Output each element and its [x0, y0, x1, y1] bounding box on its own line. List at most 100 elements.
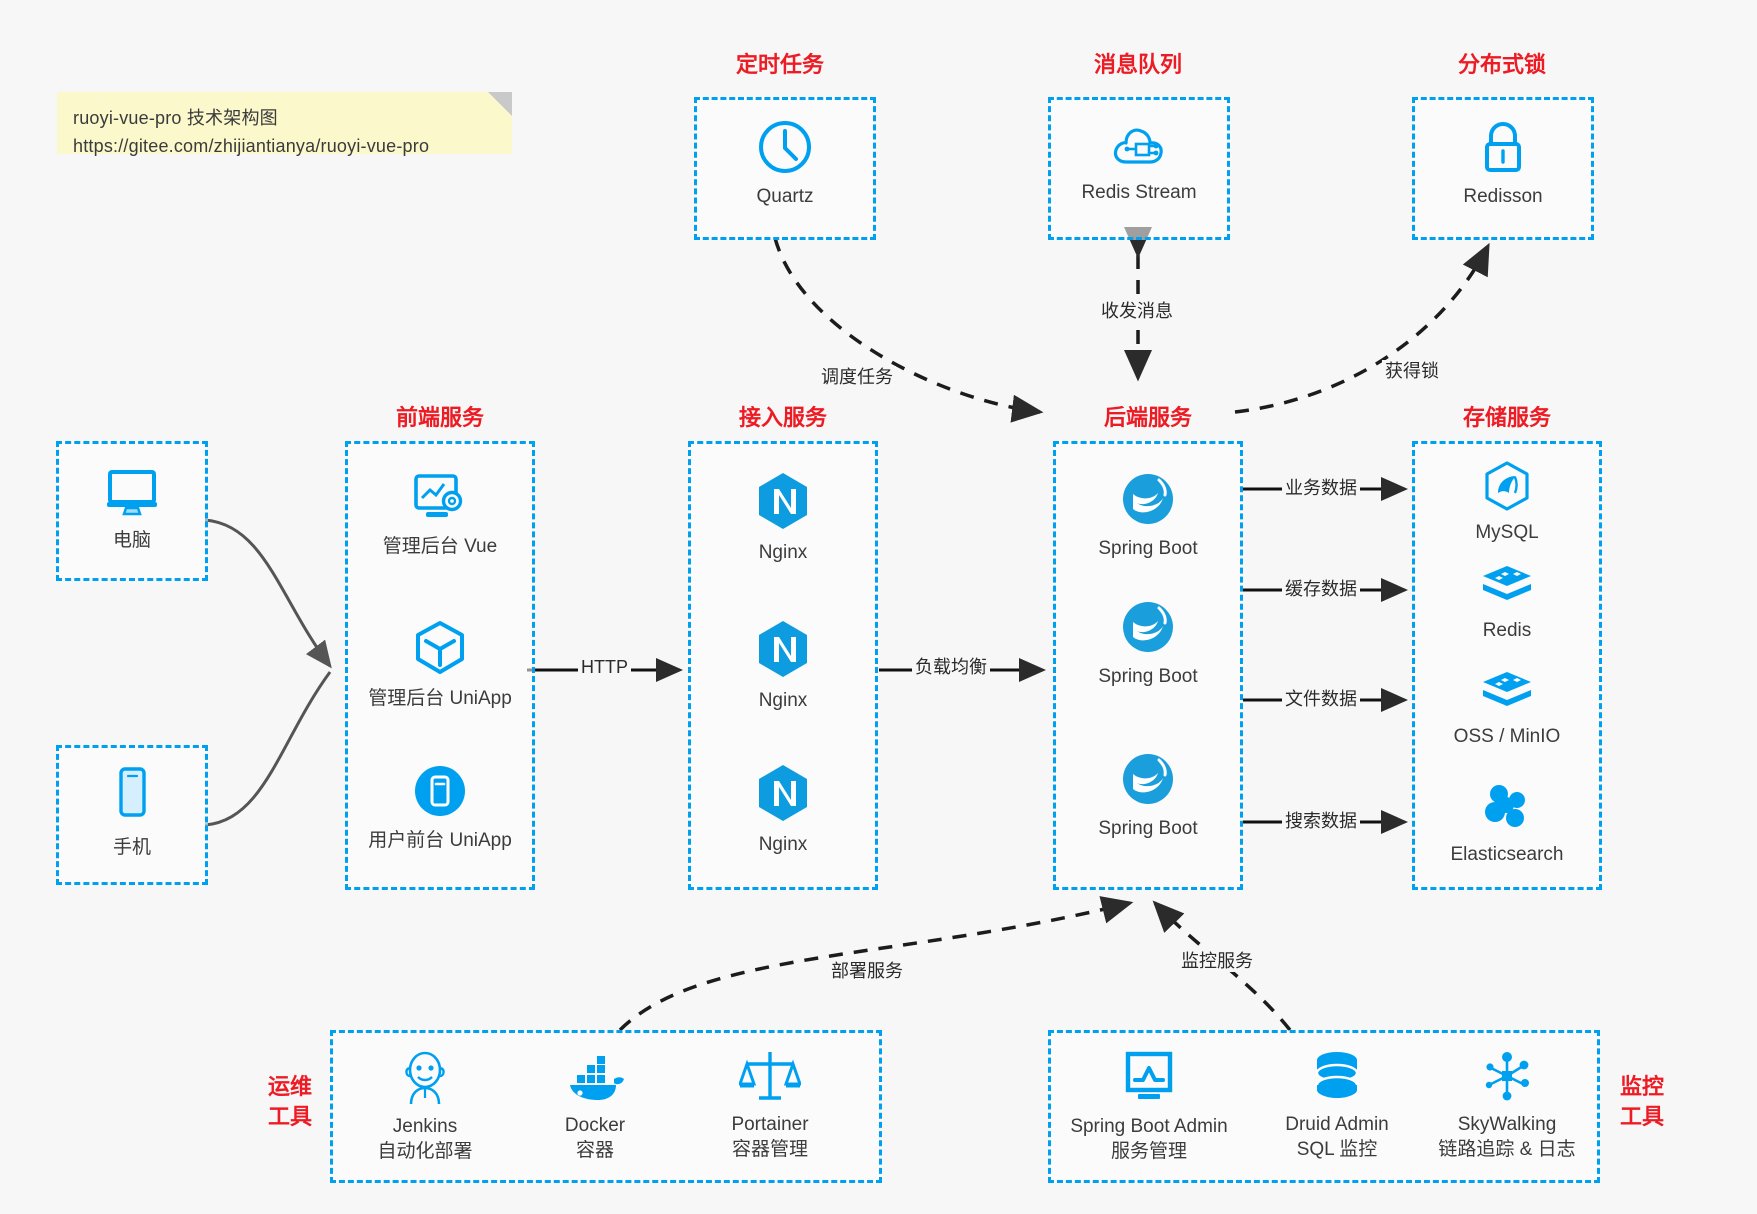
node-label: Redis	[1482, 620, 1532, 641]
node-label: Spring Boot	[1098, 818, 1198, 839]
group-title-message-queue: 消息队列	[1093, 52, 1182, 77]
node-label: OSS / MinIO	[1453, 726, 1561, 747]
edge-label-deploy-service: 部署服务	[828, 960, 906, 982]
node-nginx-2[interactable]: Nginx	[688, 618, 878, 713]
node-label: Quartz	[756, 186, 814, 207]
node-label: 电脑	[112, 530, 151, 551]
cloud-stream-icon	[1113, 128, 1163, 164]
group-title-backend: 后端服务	[1103, 405, 1192, 430]
edge-label-file-data: 文件数据	[1282, 688, 1360, 710]
node-spring-boot-3[interactable]: Spring Boot	[1053, 750, 1243, 841]
node-sublabel: 容器	[575, 1140, 614, 1161]
node-label: 管理后台 Vue	[382, 536, 498, 557]
edge-label-http: HTTP	[578, 656, 631, 678]
node-quartz[interactable]: Quartz	[694, 118, 876, 209]
jenkins-icon	[405, 1051, 445, 1105]
network-nodes-icon	[1485, 1052, 1529, 1101]
edge-label-search-data: 搜索数据	[1282, 810, 1360, 832]
node-sublabel: 链路追踪 & 日志	[1438, 1139, 1576, 1160]
group-title-scheduled-task: 定时任务	[735, 52, 824, 77]
node-mysql[interactable]: MySQL	[1412, 460, 1602, 545]
node-sublabel: SQL 监控	[1296, 1139, 1378, 1160]
lock-icon	[1485, 122, 1521, 172]
node-label: 用户前台 UniApp	[368, 830, 512, 851]
node-sublabel: 容器管理	[731, 1139, 808, 1160]
group-title-gateway: 接入服务	[738, 405, 827, 430]
node-sublabel: 自动化部署	[377, 1141, 473, 1162]
mobile-icon	[119, 767, 146, 817]
spring-boot-icon	[1123, 602, 1173, 652]
node-redis[interactable]: Redis	[1412, 562, 1602, 643]
monitor-title-line2: 工具	[1619, 1104, 1664, 1129]
nginx-icon	[759, 765, 807, 821]
docker-icon	[570, 1056, 624, 1100]
node-jenkins[interactable]: Jenkins 自动化部署	[340, 1048, 510, 1164]
node-label: Redis Stream	[1081, 182, 1197, 203]
node-portainer[interactable]: Portainer 容器管理	[680, 1048, 860, 1162]
node-mobile[interactable]: 手机	[56, 765, 208, 860]
note-card: ruoyi-vue-pro 技术架构图 https://gitee.com/zh…	[57, 92, 512, 156]
app-circle-icon	[415, 766, 465, 816]
group-box-backend	[1053, 441, 1243, 890]
node-druid-admin[interactable]: Druid Admin SQL 监控	[1252, 1050, 1422, 1162]
node-spring-boot-admin[interactable]: Spring Boot Admin 服务管理	[1048, 1050, 1250, 1164]
edge-label-acquire-lock: 获得锁	[1382, 360, 1442, 382]
node-skywalking[interactable]: SkyWalking 链路追踪 & 日志	[1414, 1050, 1600, 1162]
node-computer[interactable]: 电脑	[56, 464, 208, 553]
group-box-ops-tools	[330, 1030, 882, 1183]
edge-label-send-receive-message: 收发消息	[1098, 300, 1176, 322]
group-title-storage: 存储服务	[1462, 405, 1551, 430]
node-spring-boot-1[interactable]: Spring Boot	[1053, 470, 1243, 561]
node-label: MySQL	[1475, 522, 1539, 543]
cube-icon	[416, 621, 464, 674]
group-box-scheduled-task	[694, 97, 876, 240]
desktop-icon	[107, 470, 157, 516]
spring-boot-icon	[1123, 754, 1173, 804]
ops-title-line1: 运维	[267, 1074, 312, 1099]
edge-label-cache-data: 缓存数据	[1282, 578, 1360, 600]
node-spring-boot-2[interactable]: Spring Boot	[1053, 598, 1243, 689]
node-label: SkyWalking	[1457, 1114, 1557, 1135]
group-title-distributed-lock: 分布式锁	[1457, 52, 1546, 77]
node-label: Redisson	[1463, 186, 1543, 207]
node-label: Docker	[564, 1115, 626, 1136]
group-title-monitor-tools: 监控 工具	[1610, 1072, 1674, 1132]
node-label: Spring Boot	[1098, 666, 1198, 687]
node-user-uniapp[interactable]: 用户前台 UniApp	[345, 762, 535, 853]
node-elasticsearch[interactable]: Elasticsearch	[1412, 780, 1602, 867]
note-title: ruoyi-vue-pro 技术架构图	[73, 108, 278, 128]
node-nginx-1[interactable]: Nginx	[688, 470, 878, 565]
nginx-icon	[759, 473, 807, 529]
oss-icon	[1483, 672, 1531, 706]
node-admin-uniapp[interactable]: 管理后台 UniApp	[345, 618, 535, 711]
redis-icon	[1483, 566, 1531, 600]
node-label: Nginx	[758, 690, 808, 711]
node-docker[interactable]: Docker 容器	[510, 1055, 680, 1163]
node-label: 管理后台 UniApp	[368, 688, 512, 709]
node-label: Elasticsearch	[1450, 844, 1564, 865]
node-admin-vue[interactable]: 管理后台 Vue	[345, 470, 535, 559]
database-icon	[1315, 1052, 1359, 1098]
node-oss-minio[interactable]: OSS / MinIO	[1412, 668, 1602, 749]
group-box-message-queue	[1048, 97, 1230, 240]
node-label: Druid Admin	[1285, 1114, 1389, 1135]
node-nginx-3[interactable]: Nginx	[688, 762, 878, 857]
ops-title-line2: 工具	[267, 1104, 312, 1129]
node-label: Spring Boot	[1098, 538, 1198, 559]
node-label: Spring Boot Admin	[1070, 1116, 1228, 1137]
monitor-title-line1: 监控	[1619, 1074, 1664, 1099]
mysql-icon	[1485, 461, 1529, 511]
edge-label-business-data: 业务数据	[1282, 477, 1360, 499]
group-title-frontend: 前端服务	[395, 405, 484, 430]
edge-label-monitor-service: 监控服务	[1178, 950, 1256, 972]
dashboard-gear-icon	[414, 474, 463, 517]
monitor-chart-icon	[1125, 1051, 1173, 1099]
edge-label-load-balance: 负载均衡	[912, 656, 990, 678]
node-redisson[interactable]: Redisson	[1412, 118, 1594, 209]
node-label: 手机	[112, 837, 151, 858]
elasticsearch-icon	[1485, 785, 1525, 827]
node-redis-stream[interactable]: Redis Stream	[1048, 120, 1230, 205]
nginx-icon	[759, 621, 807, 677]
note-url: https://gitee.com/zhijiantianya/ruoyi-vu…	[73, 136, 430, 156]
